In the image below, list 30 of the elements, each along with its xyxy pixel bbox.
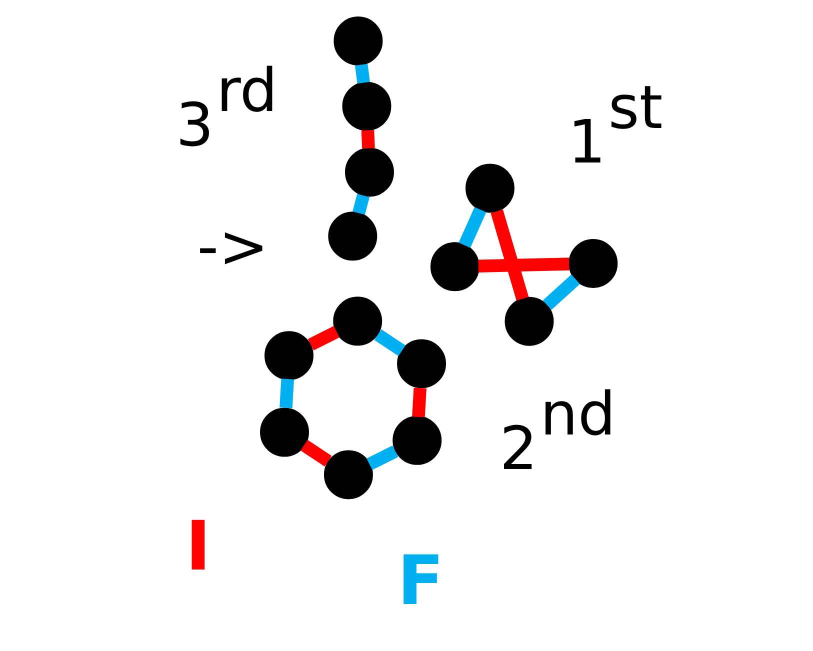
connector (360, 130, 374, 148)
node-circle (504, 296, 554, 346)
node-circle (328, 211, 377, 260)
node-circle (333, 16, 382, 65)
node-circle (465, 163, 514, 212)
connector (542, 274, 580, 310)
connector (354, 63, 370, 83)
node-circle (264, 330, 313, 380)
connector (300, 439, 332, 466)
node-circle (430, 242, 479, 291)
connector (374, 328, 406, 356)
connector (279, 378, 294, 408)
legend-label: I (184, 507, 210, 586)
node-circle (323, 450, 372, 499)
node-circle (332, 296, 382, 346)
connector (490, 209, 528, 300)
legend-label: F (396, 541, 444, 620)
label: -> (196, 212, 268, 282)
connector (412, 387, 426, 417)
node-circle (344, 147, 394, 196)
node-circle (568, 238, 618, 288)
connector (352, 193, 370, 214)
connector (478, 257, 569, 272)
connector (307, 325, 340, 350)
node-circle (260, 407, 308, 456)
connector (366, 445, 398, 470)
node-circle (392, 415, 442, 464)
node-circle (342, 81, 391, 130)
node-circle (396, 338, 446, 388)
connector (458, 206, 486, 248)
